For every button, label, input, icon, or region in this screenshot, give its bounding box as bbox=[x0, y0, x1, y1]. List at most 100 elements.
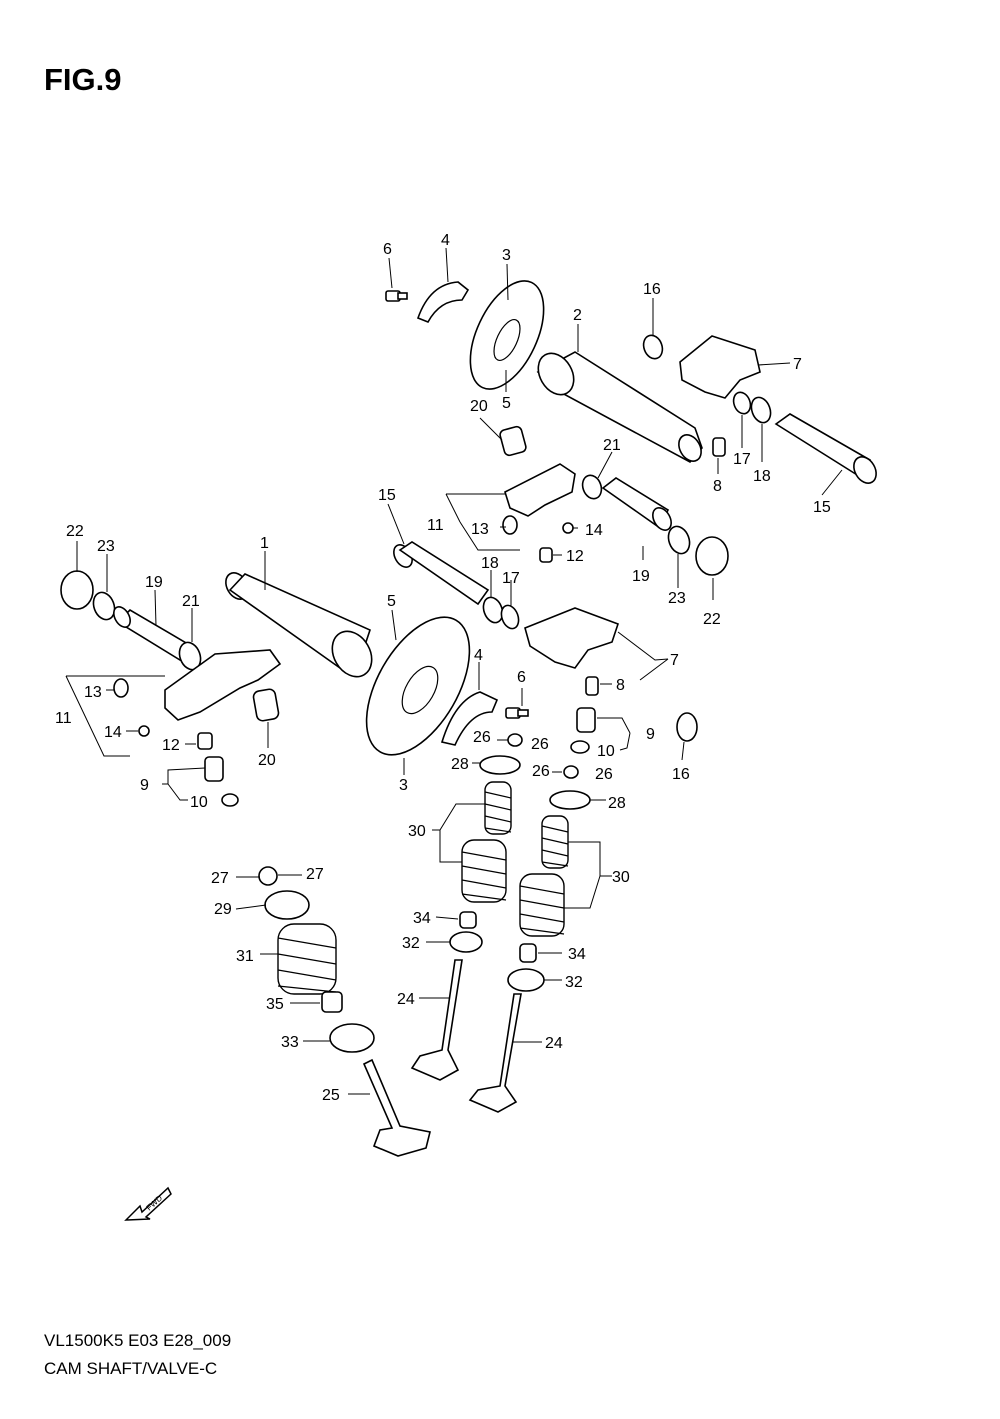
washer-23-right[interactable] bbox=[665, 523, 693, 556]
cotter-26-b[interactable] bbox=[563, 765, 579, 779]
seat-32-a[interactable] bbox=[449, 931, 483, 953]
callout-34a: 34 bbox=[413, 910, 431, 927]
callout-19b: 19 bbox=[632, 568, 650, 585]
washer-23-left[interactable] bbox=[90, 589, 118, 622]
cotter-27[interactable] bbox=[258, 866, 278, 886]
callout-8a: 8 bbox=[713, 478, 722, 495]
cam-follower-9-lower[interactable] bbox=[204, 756, 224, 782]
callout-3b: 3 bbox=[399, 777, 408, 794]
callout-35: 35 bbox=[266, 996, 284, 1013]
washer-16-upper[interactable] bbox=[640, 333, 665, 362]
washer-21-upper[interactable] bbox=[579, 473, 604, 502]
seal-34-b[interactable] bbox=[519, 943, 537, 963]
bolt-6-lower[interactable] bbox=[505, 707, 529, 719]
callout-17a: 17 bbox=[733, 451, 751, 468]
callout-24a: 24 bbox=[397, 991, 415, 1008]
cap-22-right[interactable] bbox=[695, 536, 729, 576]
callout-32b: 32 bbox=[565, 974, 583, 991]
callout-11b: 11 bbox=[55, 710, 72, 727]
callout-7a: 7 bbox=[793, 356, 802, 373]
callout-27a: 27 bbox=[211, 870, 229, 887]
callout-6a: 6 bbox=[383, 241, 392, 258]
callout-30a: 30 bbox=[408, 823, 426, 840]
callout-22a: 22 bbox=[66, 523, 84, 540]
callout-21b: 21 bbox=[182, 593, 200, 610]
spring-30-outer-b[interactable] bbox=[519, 873, 565, 937]
intake-valve-24-a[interactable] bbox=[410, 959, 463, 1081]
washer-18-upper[interactable] bbox=[748, 395, 774, 426]
exhaust-valve-25[interactable] bbox=[362, 1058, 431, 1157]
cam-chain-guide-4-upper[interactable] bbox=[416, 281, 470, 324]
rocker-shaft-15-upper[interactable] bbox=[774, 413, 881, 487]
rocker-shaft-19-left[interactable] bbox=[110, 604, 190, 662]
rocker-shaft-15-lower[interactable] bbox=[390, 541, 490, 606]
retainer-28-b[interactable] bbox=[549, 790, 591, 810]
callout-31: 31 bbox=[236, 948, 254, 965]
callout-14a: 14 bbox=[585, 522, 603, 539]
callout-1: 1 bbox=[260, 535, 269, 552]
screw-12-lower[interactable] bbox=[197, 732, 213, 750]
callout-7b: 7 bbox=[670, 652, 679, 669]
callout-15b: 15 bbox=[378, 487, 396, 504]
seat-32-b[interactable] bbox=[507, 968, 545, 992]
callout-9b: 9 bbox=[646, 726, 655, 743]
pad-10-lower[interactable] bbox=[221, 793, 239, 807]
nut-14-lower[interactable] bbox=[138, 725, 150, 737]
rocker-arm-11-lower[interactable] bbox=[164, 649, 282, 721]
cam-sprocket-3-upper[interactable] bbox=[455, 270, 558, 400]
callout-5a: 5 bbox=[502, 395, 511, 412]
spring-30-outer-a[interactable] bbox=[461, 839, 507, 903]
rocker-arm-7-lower[interactable] bbox=[524, 607, 620, 669]
screw-12-upper[interactable] bbox=[539, 547, 553, 563]
callout-16a: 16 bbox=[643, 281, 661, 298]
pin-13-lower[interactable] bbox=[113, 678, 129, 698]
cap-22-left[interactable] bbox=[60, 570, 94, 610]
washer-17-upper[interactable] bbox=[731, 390, 754, 416]
adjuster-8-upper[interactable] bbox=[712, 437, 726, 457]
callout-14b: 14 bbox=[104, 724, 122, 741]
rocker-shaft-19-right[interactable] bbox=[601, 477, 675, 533]
nut-14-upper[interactable] bbox=[562, 522, 574, 534]
rocker-arm-7-upper[interactable] bbox=[679, 335, 761, 399]
callout-8b: 8 bbox=[616, 677, 625, 694]
intake-valve-24-b[interactable] bbox=[468, 993, 522, 1113]
seal-35[interactable] bbox=[321, 991, 343, 1013]
callout-34b: 34 bbox=[568, 946, 586, 963]
washer-18-lower[interactable] bbox=[480, 595, 506, 626]
callout-25: 25 bbox=[322, 1087, 340, 1104]
cam-sprocket-3-lower[interactable] bbox=[345, 600, 490, 772]
callout-30b: 30 bbox=[612, 869, 630, 886]
spring-30-inner-b[interactable] bbox=[541, 815, 569, 869]
seat-33[interactable] bbox=[329, 1023, 375, 1053]
camshaft-2[interactable] bbox=[531, 347, 706, 465]
seal-34-a[interactable] bbox=[459, 911, 477, 929]
cotter-26-a[interactable] bbox=[507, 733, 523, 747]
callout-12b: 12 bbox=[162, 737, 180, 754]
washer-17-lower[interactable] bbox=[498, 603, 521, 631]
bolt-6-upper[interactable] bbox=[385, 290, 408, 302]
retainer-29[interactable] bbox=[264, 890, 310, 920]
pin-13-upper[interactable] bbox=[502, 515, 518, 535]
callout-3a: 3 bbox=[502, 247, 511, 264]
callout-28a: 28 bbox=[451, 756, 469, 773]
leader-lines bbox=[65, 247, 843, 1095]
camshaft-1[interactable] bbox=[221, 569, 379, 684]
callout-26c: 26 bbox=[532, 763, 550, 780]
cam-chain-guide-4-lower[interactable] bbox=[440, 691, 499, 746]
spring-31[interactable] bbox=[277, 923, 337, 995]
callout-10b: 10 bbox=[597, 743, 615, 760]
adjuster-8-lower[interactable] bbox=[585, 676, 599, 696]
cam-follower-9-upper[interactable] bbox=[576, 707, 596, 733]
seal-20-upper[interactable] bbox=[499, 425, 527, 457]
pad-10-upper[interactable] bbox=[570, 740, 590, 754]
seal-20-lower[interactable] bbox=[252, 688, 280, 722]
rocker-arm-11-upper[interactable] bbox=[504, 463, 576, 517]
callout-11a: 11 bbox=[427, 517, 444, 534]
callout-27b: 27 bbox=[306, 866, 324, 883]
callout-labels: 6 4 3 16 2 7 5 20 21 17 8 18 15 15 11 13… bbox=[55, 232, 831, 1104]
spring-30-inner-a[interactable] bbox=[484, 781, 512, 835]
callout-15a: 15 bbox=[813, 499, 831, 516]
figure-title: FIG.9 bbox=[44, 62, 122, 97]
retainer-28-a[interactable] bbox=[479, 755, 521, 775]
washer-16-lower[interactable] bbox=[676, 712, 698, 742]
